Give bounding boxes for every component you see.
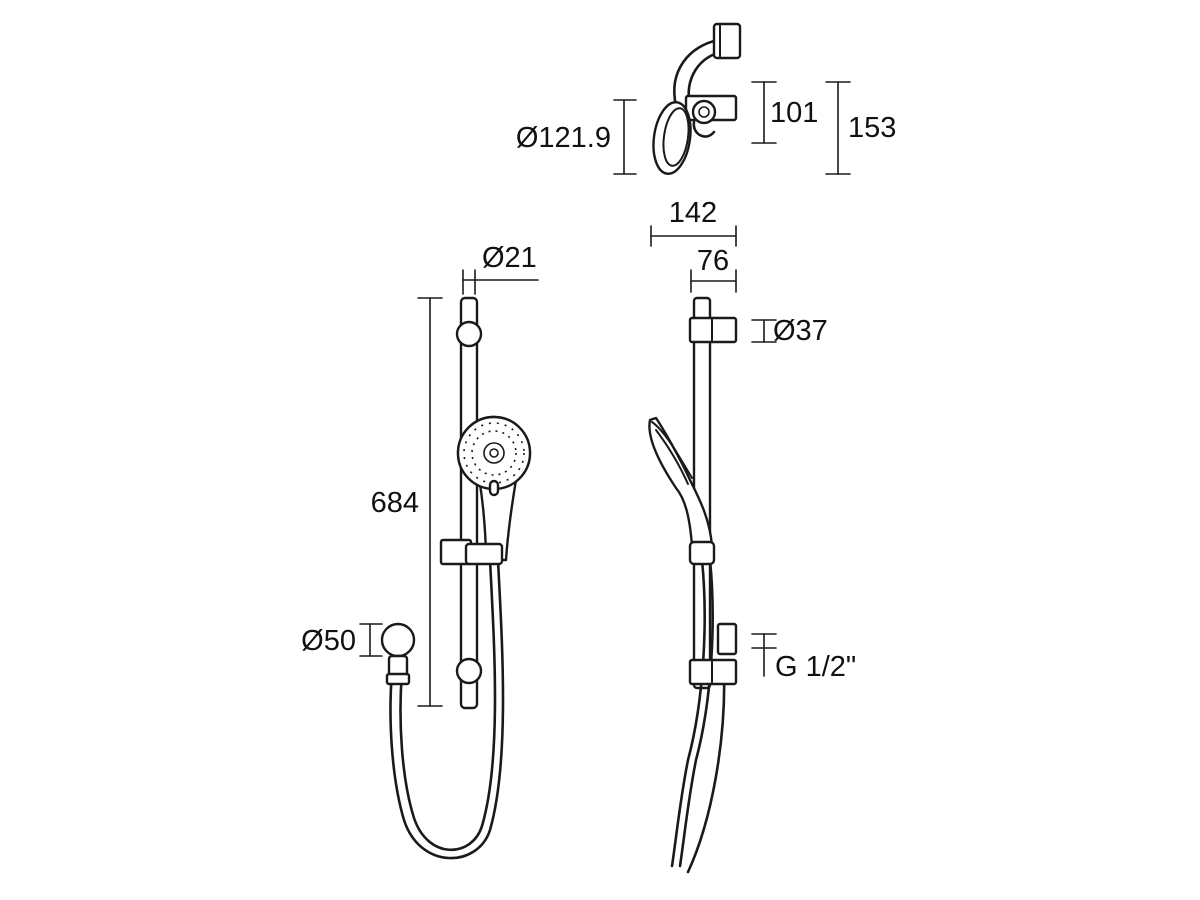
side-hose-outer [678,558,714,868]
side-hose-inner [670,558,706,868]
dim-bracket-diameter: Ø37 [773,315,828,347]
front-spray-pattern [463,422,525,484]
top-knob [691,99,717,125]
front-hose-outer [389,558,505,860]
front-bracket-cradle [464,542,504,566]
dim-rail-length: 684 [371,487,419,519]
side-wall-elbow [716,622,738,656]
dim-total-depth: 153 [848,112,896,144]
top-handle-curve [692,120,716,138]
top-view: Ø121.9 101 153 [516,22,896,175]
dim-arm-projection: 142 [669,197,717,229]
side-bracket-middle [688,540,716,566]
top-head [652,101,692,175]
front-rail-mount-top [455,320,483,348]
front-view: Ø21 684 Ø50 [301,242,539,860]
dim-thread-size: G 1/2" [775,651,856,683]
front-hose-inner [399,558,497,852]
dim-wall-bracket: 101 [770,97,818,129]
dim-rail-offset: 76 [697,245,729,277]
dim-rail-diameter: Ø21 [482,242,537,274]
front-wall-elbow [380,622,416,658]
side-hose-back [686,668,726,874]
dim-elbow-diameter: Ø50 [301,625,356,657]
front-handset-handle [478,478,518,562]
top-wall-block [712,22,742,60]
top-arm-outer [673,38,720,108]
side-view: 142 76 Ø37 G 1/2" [648,197,856,874]
front-rail [459,296,479,710]
dim-head-diameter: Ø121.9 [516,122,611,154]
front-rail-mount-bottom [455,657,483,685]
front-mode-button [488,479,500,497]
